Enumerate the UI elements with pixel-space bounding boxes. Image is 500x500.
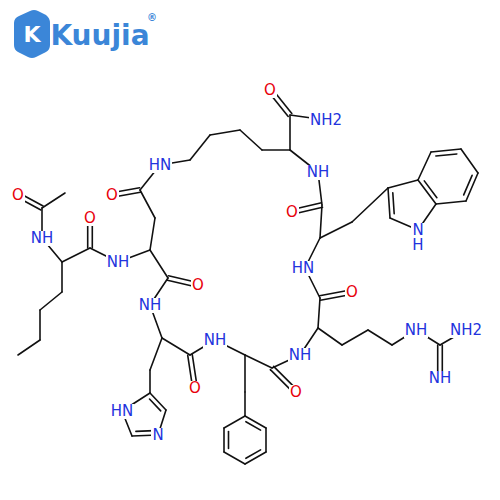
bond-line (62, 248, 90, 262)
atom-label: O (83, 211, 97, 226)
bond-line (210, 130, 240, 135)
bond-line (464, 175, 472, 195)
logo-text: K (23, 24, 40, 46)
bond-line (245, 452, 266, 464)
atom-label: O (191, 278, 205, 293)
bond-line (388, 188, 390, 218)
atom-label: H (411, 238, 424, 253)
atom-label: O (289, 385, 303, 400)
bond-line (228, 432, 230, 449)
bond-line (318, 298, 320, 328)
bond-line (418, 152, 431, 180)
atom-label: O (11, 188, 25, 203)
bond-line (436, 154, 457, 156)
atom-label: NH (106, 255, 131, 270)
bond-line (318, 328, 342, 345)
bond-line (40, 292, 62, 310)
bond-line (246, 422, 261, 430)
bond-line (39, 310, 41, 340)
bond-line (262, 149, 290, 151)
bond-line (150, 399, 161, 411)
bond-line (265, 428, 267, 452)
bond-line (18, 340, 40, 355)
bond-line (150, 338, 162, 370)
bond-line (461, 149, 478, 173)
atom-label: NH2 (449, 323, 483, 338)
bond-line (436, 201, 466, 204)
bond-line (418, 180, 436, 204)
bond-line (61, 262, 63, 292)
atom-label: N (411, 223, 424, 238)
bond-line (388, 180, 418, 188)
bond-line (320, 205, 322, 238)
atom-label: NH (203, 333, 228, 348)
atom-label: HN (291, 261, 316, 276)
bond-line (245, 355, 272, 368)
atom-label: O (345, 285, 359, 300)
bond-line (150, 250, 168, 278)
logo-icon (14, 10, 50, 58)
bond-line (223, 428, 225, 452)
atom-label: HN (148, 158, 173, 173)
bond-line (140, 190, 155, 218)
atom-label: NH (30, 231, 55, 246)
atom-label: NH2 (309, 113, 343, 128)
bond-line (244, 355, 246, 392)
logo-text: ® (147, 13, 157, 23)
atom-label: O (188, 381, 202, 396)
atom-label: HN (110, 404, 135, 419)
bond-line (246, 450, 261, 458)
atom-label: NH (404, 323, 429, 338)
bond-line (224, 452, 245, 464)
logo-text: Kuujia (50, 22, 149, 50)
bond-line (393, 193, 394, 214)
bond-line (150, 218, 155, 250)
atom-label: O (263, 83, 277, 98)
bond-line (424, 181, 437, 198)
bond-line (320, 222, 352, 238)
atom-label: O (105, 188, 119, 203)
bond-line (149, 370, 151, 393)
atom-label: NH (428, 371, 453, 386)
bond-line (289, 115, 291, 150)
bond-line (240, 130, 262, 150)
bond-line (42, 193, 65, 208)
bond-line (244, 392, 246, 416)
atom-label: NH (306, 165, 331, 180)
bond-line (245, 416, 266, 428)
atom-label: NH (138, 298, 163, 313)
bond-line (431, 149, 461, 152)
bond-line (368, 330, 392, 345)
bond-line (342, 330, 368, 345)
bond-line (224, 416, 245, 428)
atom-label: N (151, 428, 164, 443)
bond-line (352, 188, 388, 222)
bond-line (150, 393, 166, 410)
bond-line (190, 135, 210, 160)
bond-line (162, 338, 190, 355)
atom-label: NH (288, 348, 313, 363)
atom-label: O (285, 205, 299, 220)
